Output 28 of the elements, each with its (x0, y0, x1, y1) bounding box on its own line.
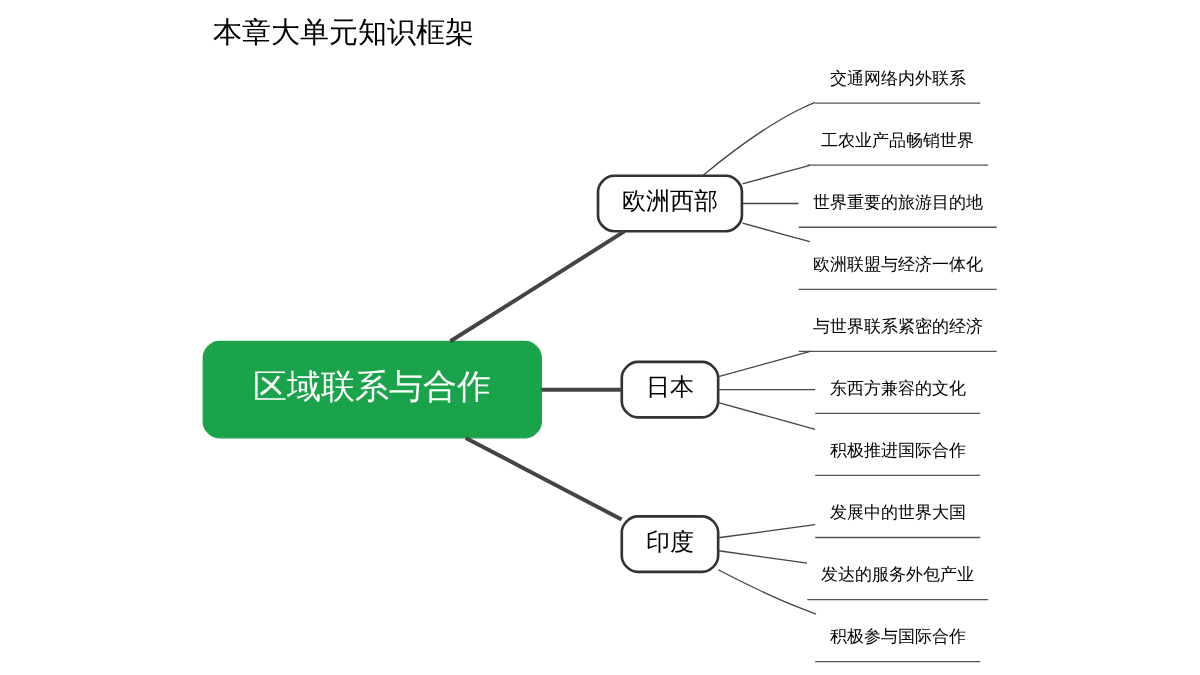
node-text: 工农业产品畅销世界 (821, 129, 975, 150)
node-text: 欧洲联盟与经济一体化 (812, 254, 983, 275)
connector (717, 569, 817, 615)
node-text: 世界重要的旅游目的地 (812, 191, 983, 212)
connector (741, 222, 811, 243)
connector (702, 101, 816, 177)
connector (449, 229, 626, 343)
connector (741, 202, 800, 205)
connector (717, 402, 816, 430)
node-box: 日本 (620, 360, 720, 419)
connector (741, 164, 811, 185)
connector (717, 389, 816, 391)
connector (717, 550, 808, 564)
node-text: 发展中的世界大国 (829, 502, 966, 523)
node-text: 积极参与国际合作 (829, 626, 966, 647)
diagram-title: 本章大单元知识框架 (212, 14, 474, 49)
connector (717, 524, 816, 539)
node-text: 交通网络内外联系 (829, 67, 966, 88)
connector (464, 436, 623, 522)
connector (717, 350, 811, 378)
node-text: 发达的服务外包产业 (821, 564, 975, 585)
node-box: 印度 (620, 515, 720, 574)
node-text: 东西方兼容的文化 (829, 378, 966, 399)
node-box: 欧洲西部 (596, 174, 744, 233)
node-text: 与世界联系紧密的经济 (812, 316, 983, 337)
connector (541, 387, 622, 392)
node-text: 积极推进国际合作 (829, 440, 966, 461)
node-box: 区域联系与合作 (202, 340, 542, 439)
